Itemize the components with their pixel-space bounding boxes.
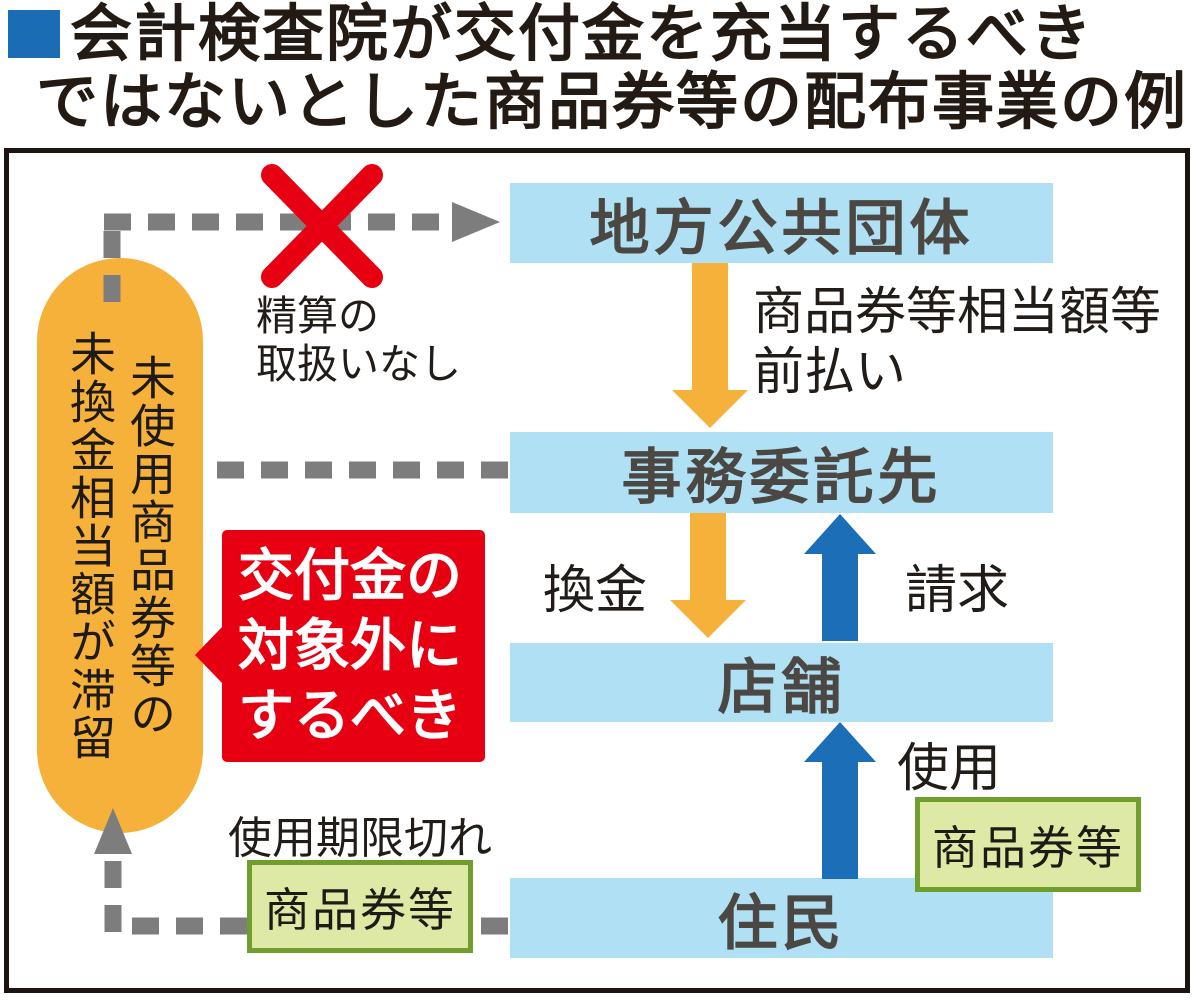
label-billing: 請求 [905,562,1010,620]
voucher-box-right: 商品券等 [915,797,1141,892]
capsule-unredeemed-amount: 未使用商品券等の未換金相当額が滞留 [37,258,203,833]
label-no-settlement-line1: 精算の [256,293,379,339]
label-redemption: 換金 [543,562,648,620]
node-agency: 事務委託先 [510,432,1053,513]
title-bullet-icon [8,10,60,58]
label-prepayment-line2: 前払い [753,343,907,400]
capsule-line2: 未換金相当額が滞留 [64,329,116,762]
voucher-box-left: 商品券等 [247,860,473,953]
callout-line3: するべき [238,684,462,747]
capsule-text: 未使用商品券等の未換金相当額が滞留 [60,330,180,762]
callout-line2: 対象外に [238,614,462,677]
label-no-settlement: 精算の 取扱いなし [256,292,461,388]
callout-line1: 交付金の [238,544,462,607]
node-store: 店舗 [510,643,1053,722]
callout-exclude-from-grant: 交付金の 対象外に するべき [222,530,485,762]
node-municipality: 地方公共団体 [510,183,1053,263]
page-title-line1: 会計検査院が交付金を充当するべき [70,0,1095,69]
label-prepayment: 商品券等相当額等 前払い [753,282,1161,402]
capsule-line1: 未使用商品券等の [124,353,176,738]
page-title-line2: ではないとした商品券等の配布事業の例 [36,68,1189,137]
label-expired: 使用期限切れ [228,814,492,863]
label-no-settlement-line2: 取扱いなし [256,341,461,387]
label-prepayment-line1: 商品券等相当額等 [753,283,1162,340]
label-use: 使用 [897,740,1002,798]
